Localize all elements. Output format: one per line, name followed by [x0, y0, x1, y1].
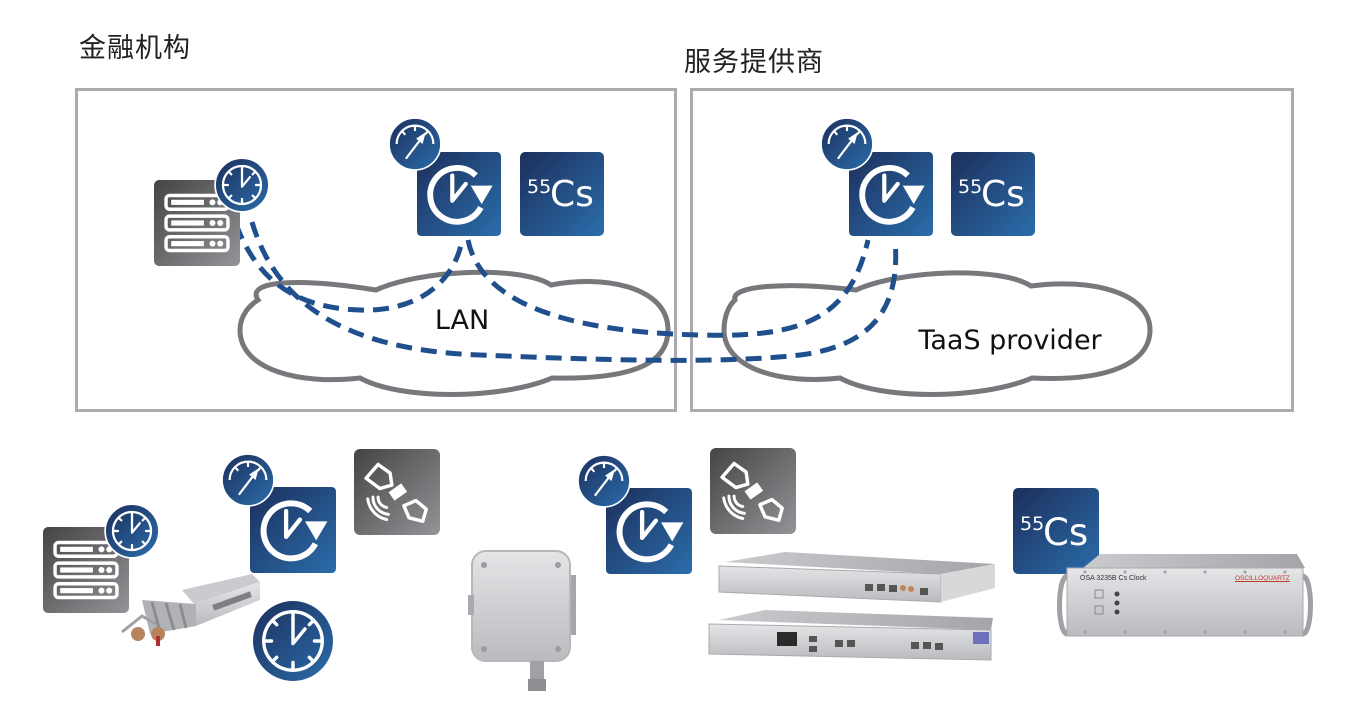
- zone-title-provider: 服务提供商: [684, 47, 824, 78]
- zone-title-institution: 金融机构: [79, 33, 191, 64]
- link-server-to-provider: [249, 221, 899, 363]
- cesium-icon: 55 Cs: [520, 152, 604, 236]
- lan-label: LAN: [435, 305, 489, 336]
- cesium-symbol: Cs: [981, 174, 1025, 215]
- clock-icon: [250, 598, 336, 684]
- satellite-icon: [354, 449, 440, 535]
- cesium-mass-number: 55: [958, 176, 983, 198]
- gauge-icon: [577, 454, 631, 508]
- clock-icon: [104, 503, 160, 559]
- cesium-icon: 55 Cs: [1013, 488, 1099, 574]
- satellite-icon: [710, 448, 796, 534]
- cesium-icon: 55 Cs: [951, 152, 1035, 236]
- cesium-mass-number: 55: [527, 176, 552, 198]
- gauge-icon: [388, 117, 442, 171]
- cs-clock-brand-label: OSCILLOQUARTZ: [1235, 575, 1290, 582]
- link-server-to-lan-clock: [233, 223, 465, 313]
- gauge-icon: [820, 117, 874, 171]
- provider-zone: [690, 88, 1294, 412]
- rack-equipment-device: [708, 552, 995, 661]
- taas-cloud: [721, 270, 1153, 397]
- cesium-symbol: Cs: [550, 174, 594, 215]
- gauge-icon: [221, 453, 275, 507]
- taas-label: TaaS provider: [917, 325, 1102, 356]
- cs-clock-model-label: OSA 3235B Cs Clock: [1080, 575, 1147, 582]
- link-lan-clock-to-provider: [465, 239, 871, 338]
- cesium-symbol: Cs: [1043, 511, 1089, 554]
- sfp-module-device: [121, 574, 260, 646]
- gnss-antenna-device: [468, 550, 576, 691]
- cesium-mass-number: 55: [1020, 513, 1045, 535]
- lan-cloud: [237, 269, 671, 397]
- institution-zone: [75, 88, 677, 412]
- clock-icon: [214, 157, 270, 213]
- cesium-clock-device: OSA 3235B Cs Clock OSCILLOQUARTZ: [1055, 548, 1315, 640]
